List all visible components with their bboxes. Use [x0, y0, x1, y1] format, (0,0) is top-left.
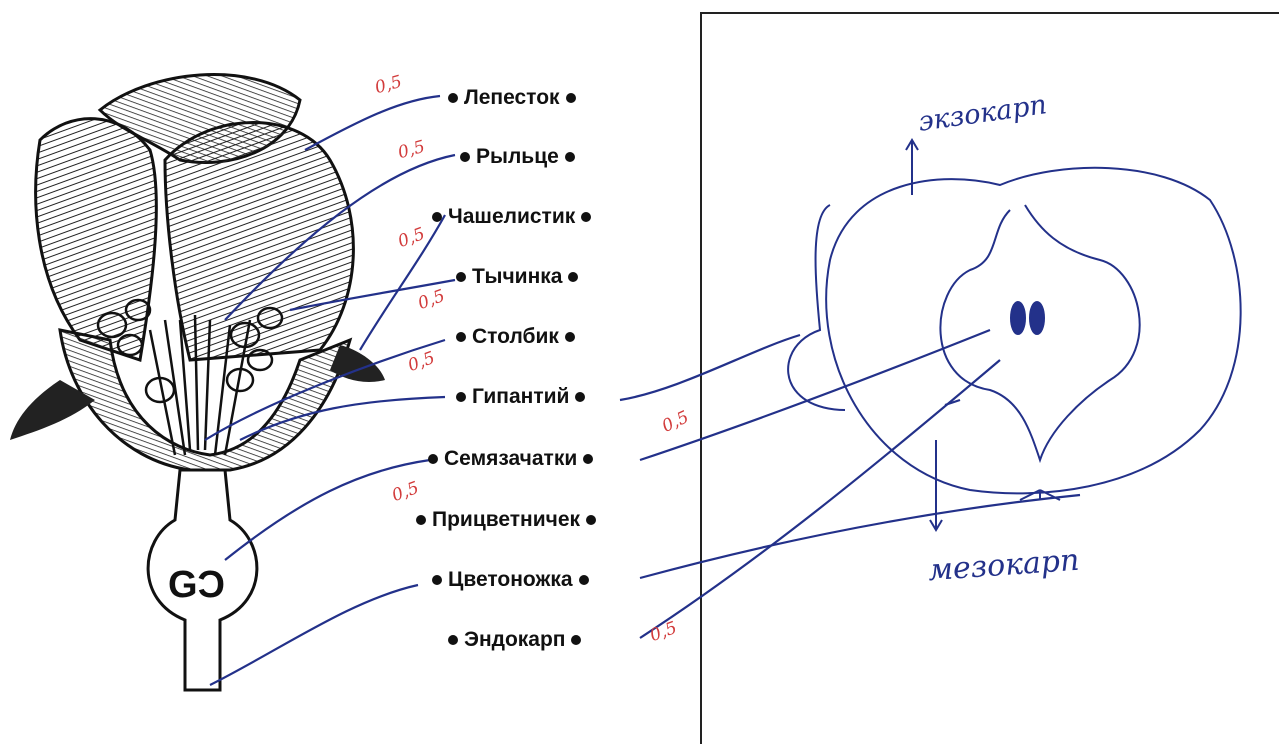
label-pricvetnichek: Прицветничек [416, 508, 596, 532]
bullet-dot [583, 454, 593, 464]
bullet-dot [575, 392, 585, 402]
label-text: Лепесток [464, 86, 560, 110]
bullet-dot [448, 93, 458, 103]
bullet-dot [428, 454, 438, 464]
bullet-dot [432, 212, 442, 222]
bullet-dot [432, 575, 442, 585]
label-tychinka: Тычинка [456, 265, 578, 289]
label-text: Столбик [472, 325, 559, 349]
label-semyazachatki: Семязачатки [428, 447, 593, 471]
bullet-dot [571, 635, 581, 645]
label-lepestok: Лепесток [448, 86, 576, 110]
bullet-dot [456, 272, 466, 282]
label-text: Рыльце [476, 145, 559, 169]
label-text: Тычинка [472, 265, 562, 289]
label-text: Эндокарп [464, 628, 565, 652]
bullet-dot [565, 332, 575, 342]
bullet-dot [460, 152, 470, 162]
label-rylce: Рыльце [460, 145, 575, 169]
bullet-dot [448, 635, 458, 645]
bullet-dot [566, 93, 576, 103]
label-cvetonozhka: Цветоножка [432, 568, 589, 592]
bullet-dot [568, 272, 578, 282]
label-text: Чашелистик [448, 205, 575, 229]
label-gipantiy: Гипантий [456, 385, 585, 409]
bullet-dot [416, 515, 426, 525]
bullet-dot [565, 152, 575, 162]
label-chashelistik: Чашелистик [432, 205, 591, 229]
label-text: Прицветничек [432, 508, 580, 532]
label-text: Гипантий [472, 385, 569, 409]
label-endokarp: Эндокарп [448, 628, 581, 652]
bullet-dot [586, 515, 596, 525]
bullet-dot [581, 212, 591, 222]
label-stolbik: Столбик [456, 325, 575, 349]
label-text: Цветоножка [448, 568, 573, 592]
bullet-dot [456, 332, 466, 342]
label-text: Семязачатки [444, 447, 577, 471]
bullet-dot [456, 392, 466, 402]
bullet-dot [579, 575, 589, 585]
